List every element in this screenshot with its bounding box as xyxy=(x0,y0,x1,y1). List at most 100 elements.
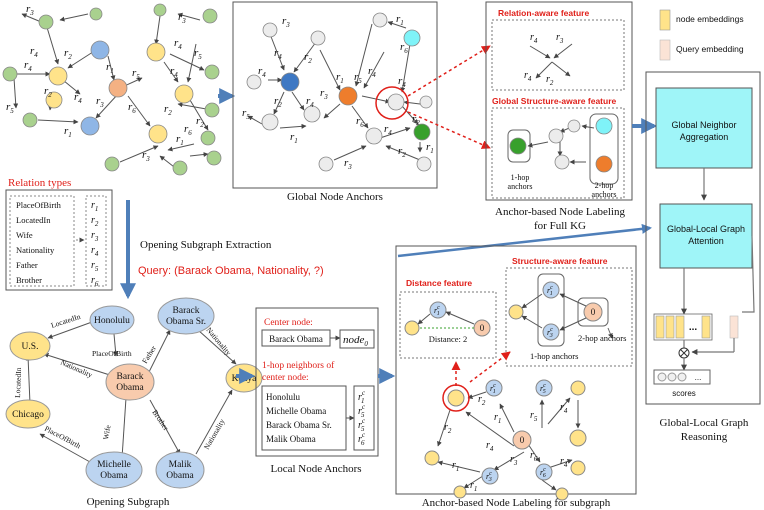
neighbors-title-2: center node: xyxy=(262,373,309,383)
neighbor-symbol-box xyxy=(353,385,375,451)
one-hop-anchors-label-2: anchors xyxy=(508,182,533,191)
svg-text:rc1: rc1 xyxy=(547,285,553,297)
svg-text:rc5: rc5 xyxy=(358,403,366,419)
node-embedding-bank xyxy=(655,315,711,339)
center-node-value: Barack Obama xyxy=(269,334,323,344)
svg-text:r5: r5 xyxy=(6,101,14,115)
two-hop-anchor-box xyxy=(589,113,619,185)
svg-text:r6: r6 xyxy=(91,275,99,288)
distance-value: Distance: 2 xyxy=(429,334,467,344)
entity-malik: Malik xyxy=(169,460,192,470)
entity-us: U.S. xyxy=(22,342,39,352)
scores-label: scores xyxy=(672,389,696,398)
neighbor-item: Barack Obama Sr. xyxy=(266,420,332,430)
entity-michelle-2: Obama xyxy=(100,471,128,481)
highlighted-target-ring xyxy=(442,384,470,412)
local-anchors-title: Local Node Anchors xyxy=(270,463,361,475)
svg-text:rc1: rc1 xyxy=(358,389,366,405)
relation-aware-labels: r4 r3 r4 r2 xyxy=(524,32,564,87)
svg-text:r4: r4 xyxy=(530,32,538,45)
edge-label: Nationality xyxy=(204,326,233,358)
svg-text:r2: r2 xyxy=(304,51,312,65)
full-kg-graph: r3 r4 r2 r4 r2 r4 r3 r1 r5 r1 r5 r6 r3 r… xyxy=(2,3,222,176)
structure-zero-label: 0 xyxy=(591,307,596,317)
one-hop-anchors-caption: 1-hop anchors xyxy=(530,351,578,361)
svg-text:r6: r6 xyxy=(356,115,364,129)
relation-symbols: r1 r2 r3 r4 r5 r6 xyxy=(91,200,99,288)
arrow-to-attention xyxy=(397,223,652,258)
embedding-ellipsis: ... xyxy=(689,322,698,333)
one-hop-group xyxy=(537,273,565,347)
local-anchors-panel xyxy=(255,307,379,457)
subgraph-labeling-panel xyxy=(395,245,637,495)
svg-text:r2: r2 xyxy=(412,113,420,127)
scores-ellipsis: ... xyxy=(695,373,702,382)
red-arrow-relation xyxy=(407,45,491,97)
entity-malik-2: Obama xyxy=(166,471,194,481)
neighbor-item: Michelle Obama xyxy=(266,406,326,416)
svg-text:r3: r3 xyxy=(556,32,564,45)
edge-label: Nationality xyxy=(59,358,94,380)
svg-text:r2: r2 xyxy=(444,422,452,435)
svg-text:r4: r4 xyxy=(174,37,182,51)
svg-text:r4: r4 xyxy=(560,456,568,469)
entity-barack-sr-2: Obama Sr. xyxy=(166,317,206,327)
relation-name: Father xyxy=(16,260,38,270)
orange-anchor-node xyxy=(595,155,613,173)
query-embedding-vector xyxy=(729,315,739,339)
svg-text:r2: r2 xyxy=(164,103,172,117)
neighbor-item: Honolulu xyxy=(266,392,301,402)
highlighted-node-ring xyxy=(375,86,409,120)
svg-text:r1: r1 xyxy=(290,131,298,145)
opening-subgraph-title: Opening Subgraph xyxy=(87,496,170,508)
svg-text:r2: r2 xyxy=(478,394,486,407)
svg-text:r3: r3 xyxy=(282,15,290,29)
product-operator-icon xyxy=(678,347,690,359)
svg-text:r3: r3 xyxy=(96,95,104,109)
svg-text:r4: r4 xyxy=(486,440,494,453)
attention-label: Global-Local Graph xyxy=(667,224,745,234)
two-hop-anchors-label-2: anchors xyxy=(592,190,617,199)
svg-text:r2: r2 xyxy=(91,215,99,228)
two-hop-group xyxy=(577,297,609,327)
svg-text:r1: r1 xyxy=(176,133,184,147)
global-neighbor-label: Global Neighbor xyxy=(671,120,736,130)
svg-text:r4: r4 xyxy=(560,402,568,415)
opening-extraction-label: Opening Subgraph Extraction xyxy=(140,239,272,251)
svg-text:r4: r4 xyxy=(91,245,99,258)
relation-name: Wife xyxy=(16,230,33,240)
svg-text:rc6: rc6 xyxy=(540,467,546,479)
svg-text:r3: r3 xyxy=(91,230,99,243)
arrow-to-query xyxy=(742,235,755,313)
center-node-title: Center node: xyxy=(264,318,313,328)
edge-label: Father xyxy=(140,344,158,365)
svg-text:node0: node0 xyxy=(343,334,368,348)
global-local-attention-box xyxy=(659,203,753,269)
svg-text:r5: r5 xyxy=(91,260,99,273)
svg-text:r4: r4 xyxy=(398,75,406,89)
relation-symbols-box xyxy=(85,195,107,287)
svg-text:r4: r4 xyxy=(24,59,32,73)
global-node-anchors-panel xyxy=(232,1,438,189)
svg-text:r3: r3 xyxy=(510,454,518,467)
entity-michelle: Michelle xyxy=(97,460,131,470)
embedding-bank-frame xyxy=(653,313,713,341)
svg-text:r5: r5 xyxy=(194,47,202,61)
svg-text:r5: r5 xyxy=(132,67,140,81)
global-neighbor-aggregation-box xyxy=(655,87,753,169)
svg-text:r4: r4 xyxy=(274,47,282,61)
full-kg-labeling-panel xyxy=(485,1,633,201)
svg-text:r1: r1 xyxy=(396,13,404,27)
subgraph-zero-label: 0 xyxy=(520,435,525,445)
svg-text:r3: r3 xyxy=(178,11,186,25)
relation-name: LocatedIn xyxy=(16,215,51,225)
reasoning-title: Global-Local Graph xyxy=(660,417,749,429)
svg-text:r4: r4 xyxy=(306,95,314,109)
svg-text:r4: r4 xyxy=(258,65,266,79)
global-structure-aware-label: Global Structure-aware feature xyxy=(492,96,617,106)
distance-feature-box xyxy=(399,291,497,359)
legend-query-embedding: Query embedding xyxy=(676,44,744,54)
svg-text:r3: r3 xyxy=(344,157,352,171)
